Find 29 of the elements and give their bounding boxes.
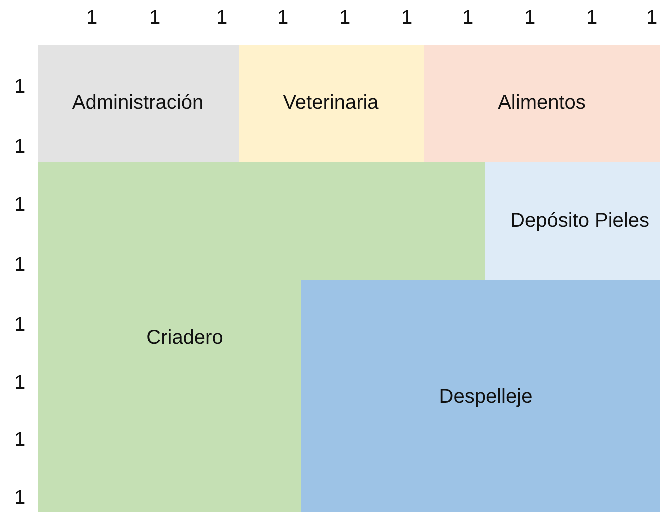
zone-block — [485, 162, 660, 280]
zone-block — [301, 280, 660, 512]
grid-number: 1 — [13, 313, 27, 337]
zone-label: Depósito Pieles — [510, 209, 650, 234]
grid-number: 1 — [338, 6, 352, 30]
grid-number: 1 — [645, 6, 659, 30]
grid-number: 1 — [13, 193, 27, 217]
zone-label: Administración — [71, 91, 205, 116]
zone-block — [424, 45, 660, 162]
zone-block — [38, 45, 239, 162]
grid-number: 1 — [85, 6, 99, 30]
grid-number: 1 — [400, 6, 414, 30]
grid-number: 1 — [13, 75, 27, 99]
grid-number: 1 — [13, 135, 27, 159]
grid-number: 1 — [585, 6, 599, 30]
grid-number: 1 — [13, 371, 27, 395]
zone-block — [239, 45, 424, 162]
grid-number: 1 — [13, 486, 27, 510]
grid-number: 1 — [276, 6, 290, 30]
grid-number: 1 — [523, 6, 537, 30]
grid-number: 1 — [461, 6, 475, 30]
grid-number: 1 — [148, 6, 162, 30]
zone-label: Alimentos — [497, 91, 587, 116]
zone-label: Veterinaria — [282, 91, 380, 116]
grid-number: 1 — [13, 428, 27, 452]
grid-number: 1 — [215, 6, 229, 30]
grid-number: 1 — [13, 253, 27, 277]
zone-label: Despelleje — [438, 385, 534, 410]
zone-label: Criadero — [146, 326, 224, 351]
